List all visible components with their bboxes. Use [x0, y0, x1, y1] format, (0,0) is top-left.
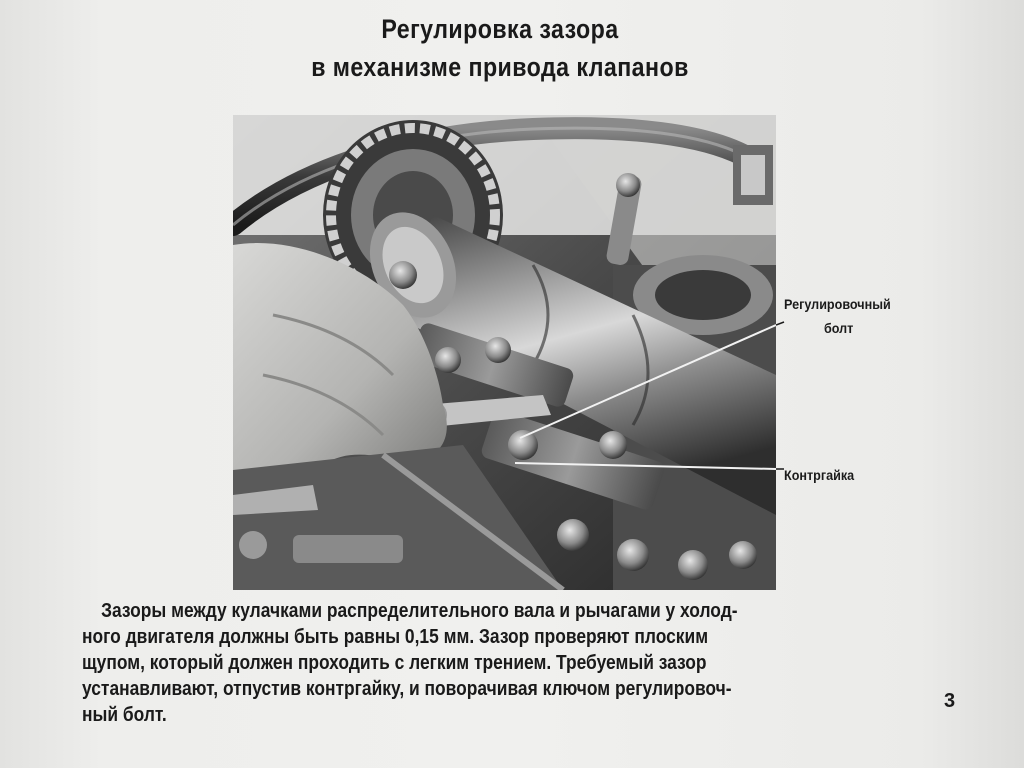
- slide-title-line-1: Регулировка зазора: [381, 14, 619, 44]
- caption-line-4: устанавливают, отпустив контргайку, и по…: [82, 678, 732, 700]
- caption-line-3: щупом, который должен проходить с легким…: [82, 652, 707, 674]
- page-number: 3: [944, 690, 956, 712]
- adjusting-bolt-label-line-1: Регулировочный: [784, 296, 891, 312]
- engine-photo: [233, 115, 776, 590]
- caption-line-2: ного двигателя должны быть равны 0,15 мм…: [82, 626, 709, 648]
- locknut-label: Контргайка: [784, 467, 855, 483]
- caption-line-1: Зазоры между кулачками распределительног…: [101, 600, 738, 622]
- caption-text: Зазоры между кулачками распределительног…: [82, 598, 924, 728]
- locknut-leader-line: [776, 468, 784, 470]
- adjusting-bolt-leader-line: [776, 321, 785, 326]
- slide-title-line-2: в механизме привода клапанов: [311, 52, 689, 82]
- caption-line-5: ный болт.: [82, 704, 167, 726]
- adjusting-bolt-label-line-2: болт: [824, 320, 854, 336]
